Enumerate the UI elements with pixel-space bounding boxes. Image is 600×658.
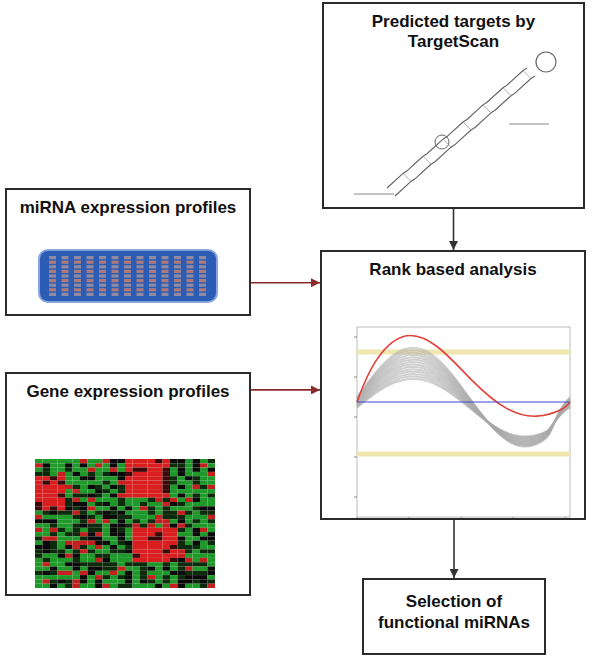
input-box: Predicted targets by TargetScan	[322, 2, 585, 209]
input-box: Gene expression profiles	[5, 372, 251, 596]
box-title: Predicted targets by TargetScan	[324, 4, 583, 53]
flow-arrow	[453, 520, 455, 578]
output-box: Selection of functional miRNAs	[362, 578, 546, 655]
running-score-plot	[322, 252, 584, 518]
box-title: Rank based analysis	[322, 252, 584, 280]
input-box: miRNA expression profiles	[5, 188, 251, 316]
flow-arrow	[251, 282, 320, 284]
box-title: Selection of functional miRNAs	[364, 580, 544, 633]
process-box: Rank based analysis	[320, 250, 586, 520]
flow-arrow	[251, 389, 320, 391]
expression-heatmap	[7, 374, 249, 594]
flow-arrow	[453, 209, 455, 250]
box-title: miRNA expression profiles	[7, 190, 249, 218]
box-title: Gene expression profiles	[7, 374, 249, 402]
